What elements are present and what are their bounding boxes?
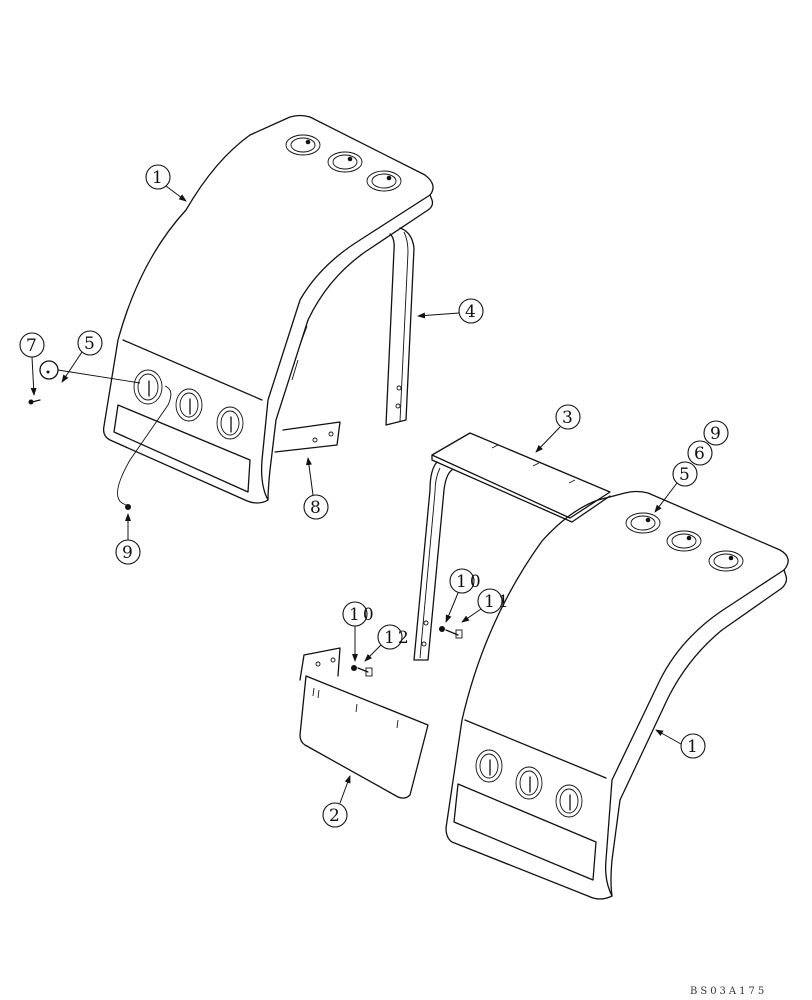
svg-text:1: 1 [687,737,698,757]
callout-2: 2 [322,775,351,828]
callout-11: 11 [461,588,512,623]
svg-text:9: 9 [122,543,133,563]
callout-3: 3 [535,404,581,453]
right-fender [445,490,789,900]
svg-text:4: 4 [465,302,476,322]
callout-9-left: 9 [115,513,141,565]
lamp-top-2 [327,151,363,173]
callout-5-left: 5 [61,330,103,383]
svg-text:5: 5 [84,334,95,354]
svg-text:1: 1 [152,168,163,188]
svg-text:8: 8 [310,498,321,518]
lamp-top-r1 [625,512,661,534]
svg-text:11: 11 [484,592,512,612]
callout-10-left: 10 [342,601,377,662]
fender-support-3 [413,432,611,661]
svg-text:10: 10 [456,572,484,592]
callout-12: 12 [364,624,412,662]
lamp-front-r1 [475,749,503,783]
svg-text:12: 12 [384,628,412,648]
lamp-front-2 [175,388,203,422]
lamp-top-3 [366,170,402,192]
callout-5-right: 5 [654,461,698,513]
mounting-plate-8 [274,421,341,453]
bolt-11 [439,626,463,639]
lamp-front-r2 [515,766,543,800]
svg-text:9: 9 [710,424,721,444]
svg-text:2: 2 [329,806,340,826]
lamp-front-1 [133,369,163,405]
svg-text:7: 7 [26,336,37,356]
callout-10-right: 10 [445,568,484,623]
lamp-front-3 [216,406,244,440]
lens-5 [39,360,59,380]
left-fender [57,114,434,507]
mud-flap-2 [299,647,429,799]
lamp-top-1 [285,134,321,156]
svg-text:3: 3 [562,408,573,428]
svg-text:6: 6 [694,444,705,464]
callout-6: 6 [687,440,713,466]
callout-1-right: 1 [655,729,706,759]
lamp-front-r3 [555,784,583,818]
callout-8: 8 [303,457,329,520]
lamp-top-r3 [708,550,744,572]
support-bracket-4 [385,227,415,426]
callout-9-right: 9 [703,420,729,446]
bolt-12 [351,665,373,677]
drawing-id: BS03A175 [690,986,768,997]
callout-1-left: 1 [145,164,187,202]
callout-4: 4 [417,298,484,324]
svg-text:5: 5 [679,465,690,485]
svg-text:10: 10 [349,605,377,625]
callout-7: 7 [19,332,45,396]
grommet-9 [125,504,131,510]
lamp-top-r2 [666,530,702,552]
